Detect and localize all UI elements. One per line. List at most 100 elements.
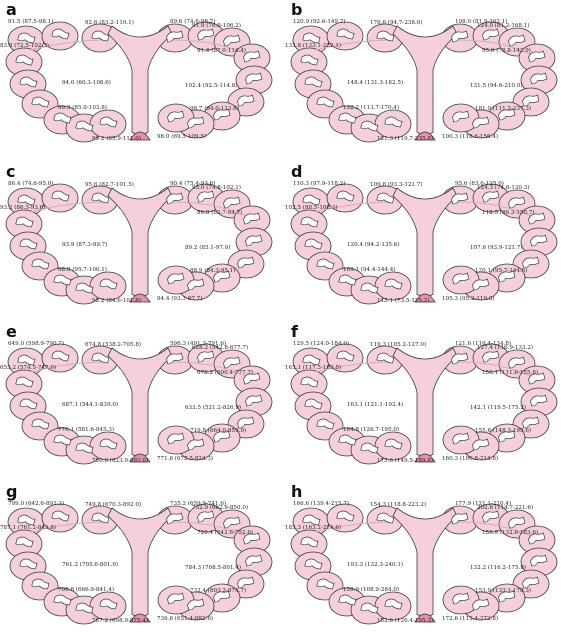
measurement-label: 98.0 (69.5-109.5) [157,133,206,140]
uterine-horns [5,503,273,625]
measurement-label: 105.3 (95.2-119.8) [442,295,495,302]
cervix [414,453,436,463]
measurement-label: 155.9 (132.6-183.6) [482,529,538,536]
measurement-label: 183.3 (163.2-274.6) [285,524,341,531]
measurement-label: 770.1 (581.6-845.3) [58,426,114,433]
measurement-label: 89.2 (85.9-111.0) [92,135,141,142]
cervix [414,131,436,141]
measurement-label: 799.0 (642.6-892.3) [8,500,64,507]
measurement-label: 177.9 (121.1-220.4) [455,500,511,507]
measurement-label: 159.9 (108.9-284.0) [343,586,399,593]
measurement-label: 127.4 (116.9-133.2) [477,344,533,351]
measurement-label: 102.4 (92.5-114.8) [185,82,238,89]
panel-c: c86.4 (74.6-95.0) 95.6 (82.7-101.5) 90.4 (… [0,162,273,305]
uterine-body [107,347,173,458]
measurement-label: 193.3 (132.3-240.1) [347,561,403,568]
measurement-label: 678.2 (600.4-777.7) [197,369,253,376]
uterine-body [107,507,173,618]
measurement-label: 89.2 (85.1-97.0) [185,244,230,251]
measurement-label: 787.1 (761.2-849.8) [0,524,56,531]
measurement-label: 628.2 (542.8-677.7) [192,344,248,351]
measurement-label: 118.5 (86.3-150.7) [482,209,535,216]
measurement-label: 780.0 (623.9-892.0) [92,457,148,464]
measurement-label: 95.6 (83.6-125.0) [455,180,504,187]
measurement-label: 148.4 (131.3-182.5) [347,79,403,86]
measurement-label: 674.8 (538.2-705.8) [85,341,141,348]
panel-letter: h [291,482,302,501]
measurement-label: 154.3 (118.8-223.2) [370,501,426,508]
uterine-horns [290,343,558,465]
panel-letter: b [291,0,302,19]
measurement-label: 732.9 (662.9-850.0) [192,504,248,511]
measurement-label: 95.6 (82.7-101.5) [85,181,134,188]
measurement-label: 90.4 (75.4-93.6) [170,180,215,187]
measurement-label: 88.9 (84.3-95.1) [190,267,235,274]
uterine-horns [290,183,558,305]
measurement-label: 172.6 (113.4-272.8) [442,615,498,622]
measurement-label: 95.2 (84.6-101.8) [92,297,141,304]
measurement-label: 120.1 (95.7-144.6) [475,267,528,274]
uterine-body [107,25,173,136]
measurement-label: 166.6 (139.4-215.7) [293,500,349,507]
measurement-label: 706.8 (666.9-841.4) [58,586,114,593]
measurement-label: 95.6 (78.8-142.9) [482,47,531,54]
measurement-label: 98.7 (94.0-113.6) [190,105,239,112]
measurement-label: 132.2 (116.2-175.8) [470,564,526,571]
measurement-label: 124.3 (74.6-130.3) [477,184,530,191]
measurement-label: 100.3 (118.6-156.4) [442,133,498,140]
cervix [129,453,151,463]
measurement-label: 93.9 (87.3-99.7) [62,241,107,248]
measurement-label: 784.3 (708.5-801.4) [185,564,241,571]
measurement-label: 163.1 (117.3-199.5) [285,364,341,371]
measurement-label: 732.4 (603.2-874.7) [190,587,246,594]
measurement-label: 91.5 (87.5-98.1) [8,18,53,25]
measurement-label: 719.8 (664.0-859.9) [190,427,246,434]
uterine-body [392,25,458,136]
measurement-label: 121.3 (119.7-235.8) [377,135,433,142]
measurement-label: 92.6 (83.2-110.1) [85,19,134,26]
uterine-horns [290,503,558,625]
measurement-label: 93.0 (74.8-102.1) [192,184,241,191]
cervix [129,131,151,141]
measurement-label: 150.1 (111.6-155.8) [482,369,538,376]
measurement-label: 129.5 (124.0-184.0) [293,340,349,347]
measurement-label: 160.3 (106.8-214.8) [442,455,498,462]
measurement-label: 649.0 (598.9-790.7) [8,340,64,347]
measurement-label: 596.3 (491.3-791.6) [170,340,226,347]
cervix [129,293,151,303]
measurement-label: 163.1 (121.1-192.4) [347,401,403,408]
measurement-label: 653.2 (574.5-747.0) [0,364,56,371]
panel-letter: c [6,162,15,181]
measurement-label: 176.6 (94.7-238.0) [370,19,423,26]
measurement-label: 164.8 (126.7-195.0) [343,426,399,433]
cervix [414,613,436,623]
panel-letter: e [6,322,17,341]
uterine-horns [5,343,273,465]
panel-letter: a [6,0,17,19]
measurement-label: 86.4 (74.6-95.0) [8,180,53,187]
measurement-label: 767.2 (698.9-875.4) [92,617,148,624]
measurement-label: 131.5 (94.6-210.0) [470,82,523,89]
cervix [414,293,436,303]
measurement-label: 121.6 (116.4-134.8) [455,340,511,347]
uterine-horns [5,21,273,143]
measurement-label: 687.1 (544.1-839.0) [62,401,118,408]
measurement-label: 83.8 (72.5-102.3) [0,42,49,49]
measurement-label: 94.4 (93.3-97.7) [157,295,202,302]
panel-letter: f [291,322,299,341]
uterine-body [392,187,458,298]
measurement-label: 120.4 (94.2-135.6) [347,241,400,248]
measurement-label: 108.0 (81.9-162.1) [455,18,508,25]
measurement-label: 115.1 (73.5-125.2) [377,297,430,304]
measurement-label: 735.2 (659.9-741.6) [170,500,226,507]
measurement-label: 761.2 (705.6-801.9) [62,561,118,568]
measurement-label: 202.6 (114.7-221.6) [477,504,533,511]
panel-a: a91.5 (87.5-98.1)92.6 (83.2-110.1)89.6 (… [0,0,273,143]
